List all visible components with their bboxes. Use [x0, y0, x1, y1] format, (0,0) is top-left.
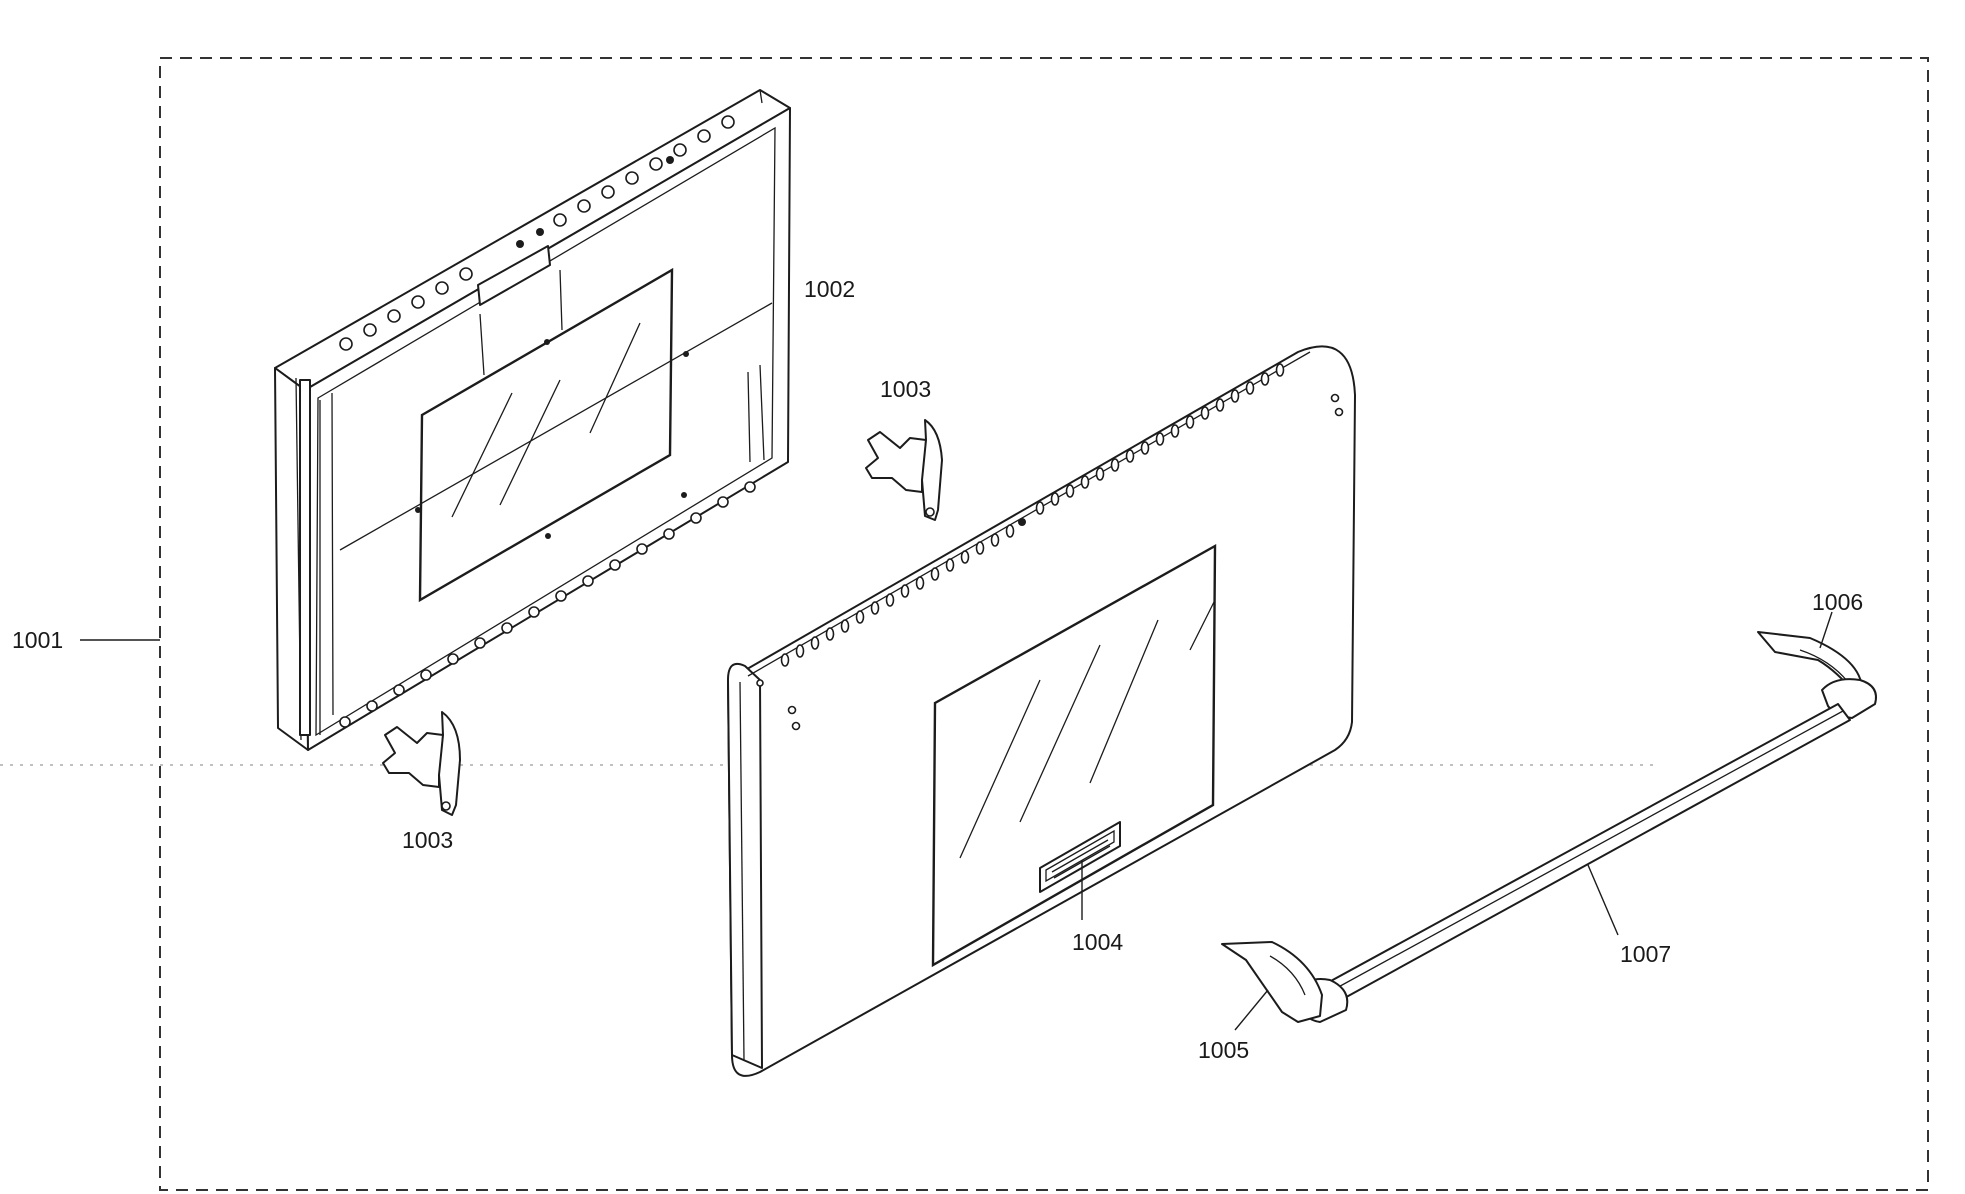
callout-1004: 1004	[1072, 929, 1123, 955]
leader-1005	[1234, 989, 1269, 1031]
door-handle-assembly	[1221, 631, 1877, 1023]
outer-door-panel	[727, 345, 1356, 1077]
door-hinge-lower	[382, 711, 461, 816]
outer-door-vent-slots	[780, 363, 1285, 667]
callout-1007: 1007	[1620, 941, 1671, 967]
callout-1003-upper: 1003	[880, 376, 931, 402]
callout-1006: 1006	[1812, 589, 1863, 615]
leader-1007	[1587, 864, 1619, 936]
inner-door-bottom-holes	[339, 481, 756, 728]
assembly-boundary	[159, 57, 1929, 1191]
callout-1002: 1002	[804, 276, 855, 302]
callout-1003-lower: 1003	[402, 827, 453, 853]
door-hinge-upper	[865, 419, 943, 521]
inner-door-frame	[274, 89, 791, 751]
callout-1001: 1001	[12, 627, 63, 653]
door-badge	[1039, 821, 1121, 893]
leader-1006	[1819, 611, 1833, 649]
callout-1005: 1005	[1198, 1037, 1249, 1063]
